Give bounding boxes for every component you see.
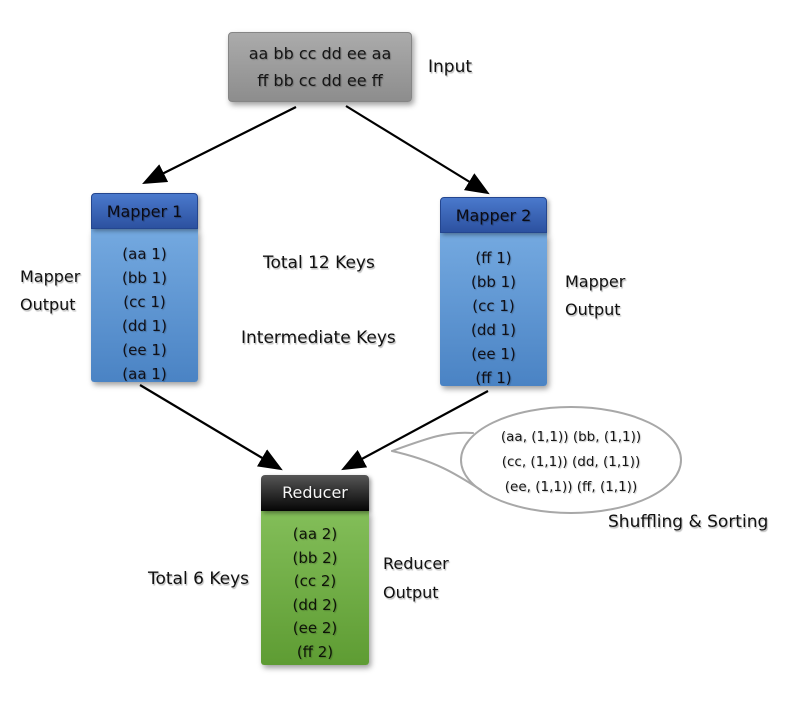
mapper-output-right-label: Mapper Output	[565, 272, 626, 319]
total-12-keys-label: Total 12 Keys	[263, 253, 375, 273]
list-item: (dd 2)	[292, 595, 338, 614]
shuffling-sorting-label: Shuffling & Sorting	[608, 512, 769, 532]
list-item: (bb 1)	[121, 269, 168, 287]
total-6-keys-label: Total 6 Keys	[148, 569, 250, 589]
intermediate-keys-label: Intermediate Keys	[241, 328, 396, 348]
arrow-input-to-mapper1-icon	[142, 106, 297, 184]
reducer-output-list: (aa 2) (bb 2) (cc 2) (dd 2) (ee 2) (ff 2…	[261, 511, 369, 665]
mapper2-output-list: (ff 1) (bb 1) (cc 1) (dd 1) (ee 1) (ff 1…	[440, 233, 547, 387]
reducer-node: Reducer (aa 2) (bb 2) (cc 2) (dd 2) (ee …	[261, 475, 369, 665]
mapper2-node: Mapper 2 (ff 1) (bb 1) (cc 1) (dd 1) (ee…	[440, 197, 547, 387]
mapper2-title: Mapper 2	[440, 197, 547, 233]
mapper1-node: Mapper 1 (aa 1) (bb 1) (cc 1) (dd 1) (ee…	[91, 193, 198, 383]
list-item: (ff 2)	[296, 642, 334, 661]
arrow-input-to-mapper2-icon	[345, 105, 490, 195]
reducer-title: Reducer	[261, 475, 369, 511]
list-item: (aa 2)	[292, 525, 338, 543]
input-line-1: aa bb cc dd ee aa	[248, 44, 392, 63]
list-item: (dd 1)	[121, 317, 168, 335]
list-item: (bb 1)	[470, 273, 517, 291]
list-item: (ff 1)	[475, 249, 512, 267]
list-item: (ee 1)	[471, 345, 516, 363]
list-item: (cc 1)	[123, 293, 166, 311]
list-item: (cc 1)	[472, 297, 515, 315]
list-item: (cc 2)	[293, 572, 337, 590]
input-label: Input	[428, 57, 473, 77]
list-item: (bb 2)	[292, 548, 338, 567]
list-item: (aa 1)	[122, 365, 167, 383]
callout-text: (aa, (1,1)) (bb, (1,1)) (cc, (1,1)) (dd,…	[500, 429, 642, 495]
input-line-2: ff bb cc dd ee ff	[257, 71, 383, 90]
mapper1-title: Mapper 1	[91, 193, 198, 229]
mapper1-output-list: (aa 1) (bb 1) (cc 1) (dd 1) (ee 1) (aa 1…	[91, 229, 198, 383]
reducer-output-label: Reducer Output	[383, 554, 449, 602]
arrow-mapper1-to-reducer-icon	[139, 384, 283, 471]
list-item: (aa 1)	[122, 245, 167, 263]
mapper-output-left-label: Mapper Output	[20, 267, 81, 314]
list-item: (ff 1)	[475, 369, 512, 387]
list-item: (dd 1)	[470, 321, 517, 339]
list-item: (ee 2)	[292, 619, 338, 637]
input-node: aa bb cc dd ee aa ff bb cc dd ee ff	[228, 32, 412, 102]
list-item: (ee 1)	[122, 341, 167, 359]
